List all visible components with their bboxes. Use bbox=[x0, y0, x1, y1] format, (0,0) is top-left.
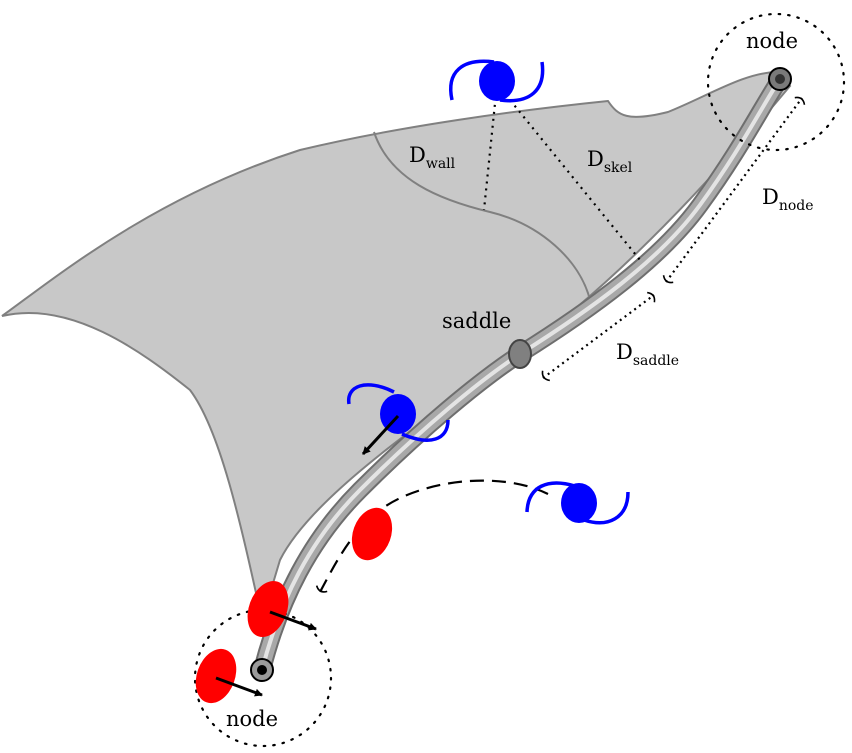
label-d-skel: Dskel bbox=[587, 147, 633, 176]
saddle-point bbox=[508, 339, 532, 369]
label-d-saddle: Dsaddle bbox=[616, 340, 679, 369]
red-halo-near-node bbox=[247, 580, 317, 638]
blue-halo-free bbox=[525, 481, 630, 525]
label-node-bottom: node bbox=[226, 707, 278, 731]
label-d-node: Dnode bbox=[762, 185, 814, 214]
d-saddle-arrow bbox=[541, 291, 656, 382]
region-boundary-curve bbox=[373, 131, 591, 301]
red-halo-trajectory bbox=[351, 507, 393, 561]
label-node-top: node bbox=[746, 29, 798, 53]
node-bottom-cap bbox=[250, 658, 274, 682]
blue-halo-wall bbox=[449, 59, 545, 103]
label-d-wall: Dwall bbox=[409, 143, 456, 172]
red-halo-in-node bbox=[195, 648, 263, 704]
label-saddle: saddle bbox=[442, 309, 511, 333]
d-node-arrow bbox=[662, 96, 806, 284]
d-wall-line bbox=[482, 83, 499, 211]
node-region-bottom bbox=[193, 608, 333, 748]
infall-trajectory bbox=[315, 479, 549, 593]
blue-halo-filament bbox=[347, 383, 450, 456]
d-skel-line bbox=[496, 83, 641, 261]
node-top-cap bbox=[768, 67, 792, 91]
cosmic-wall-sheet bbox=[1, 70, 792, 624]
